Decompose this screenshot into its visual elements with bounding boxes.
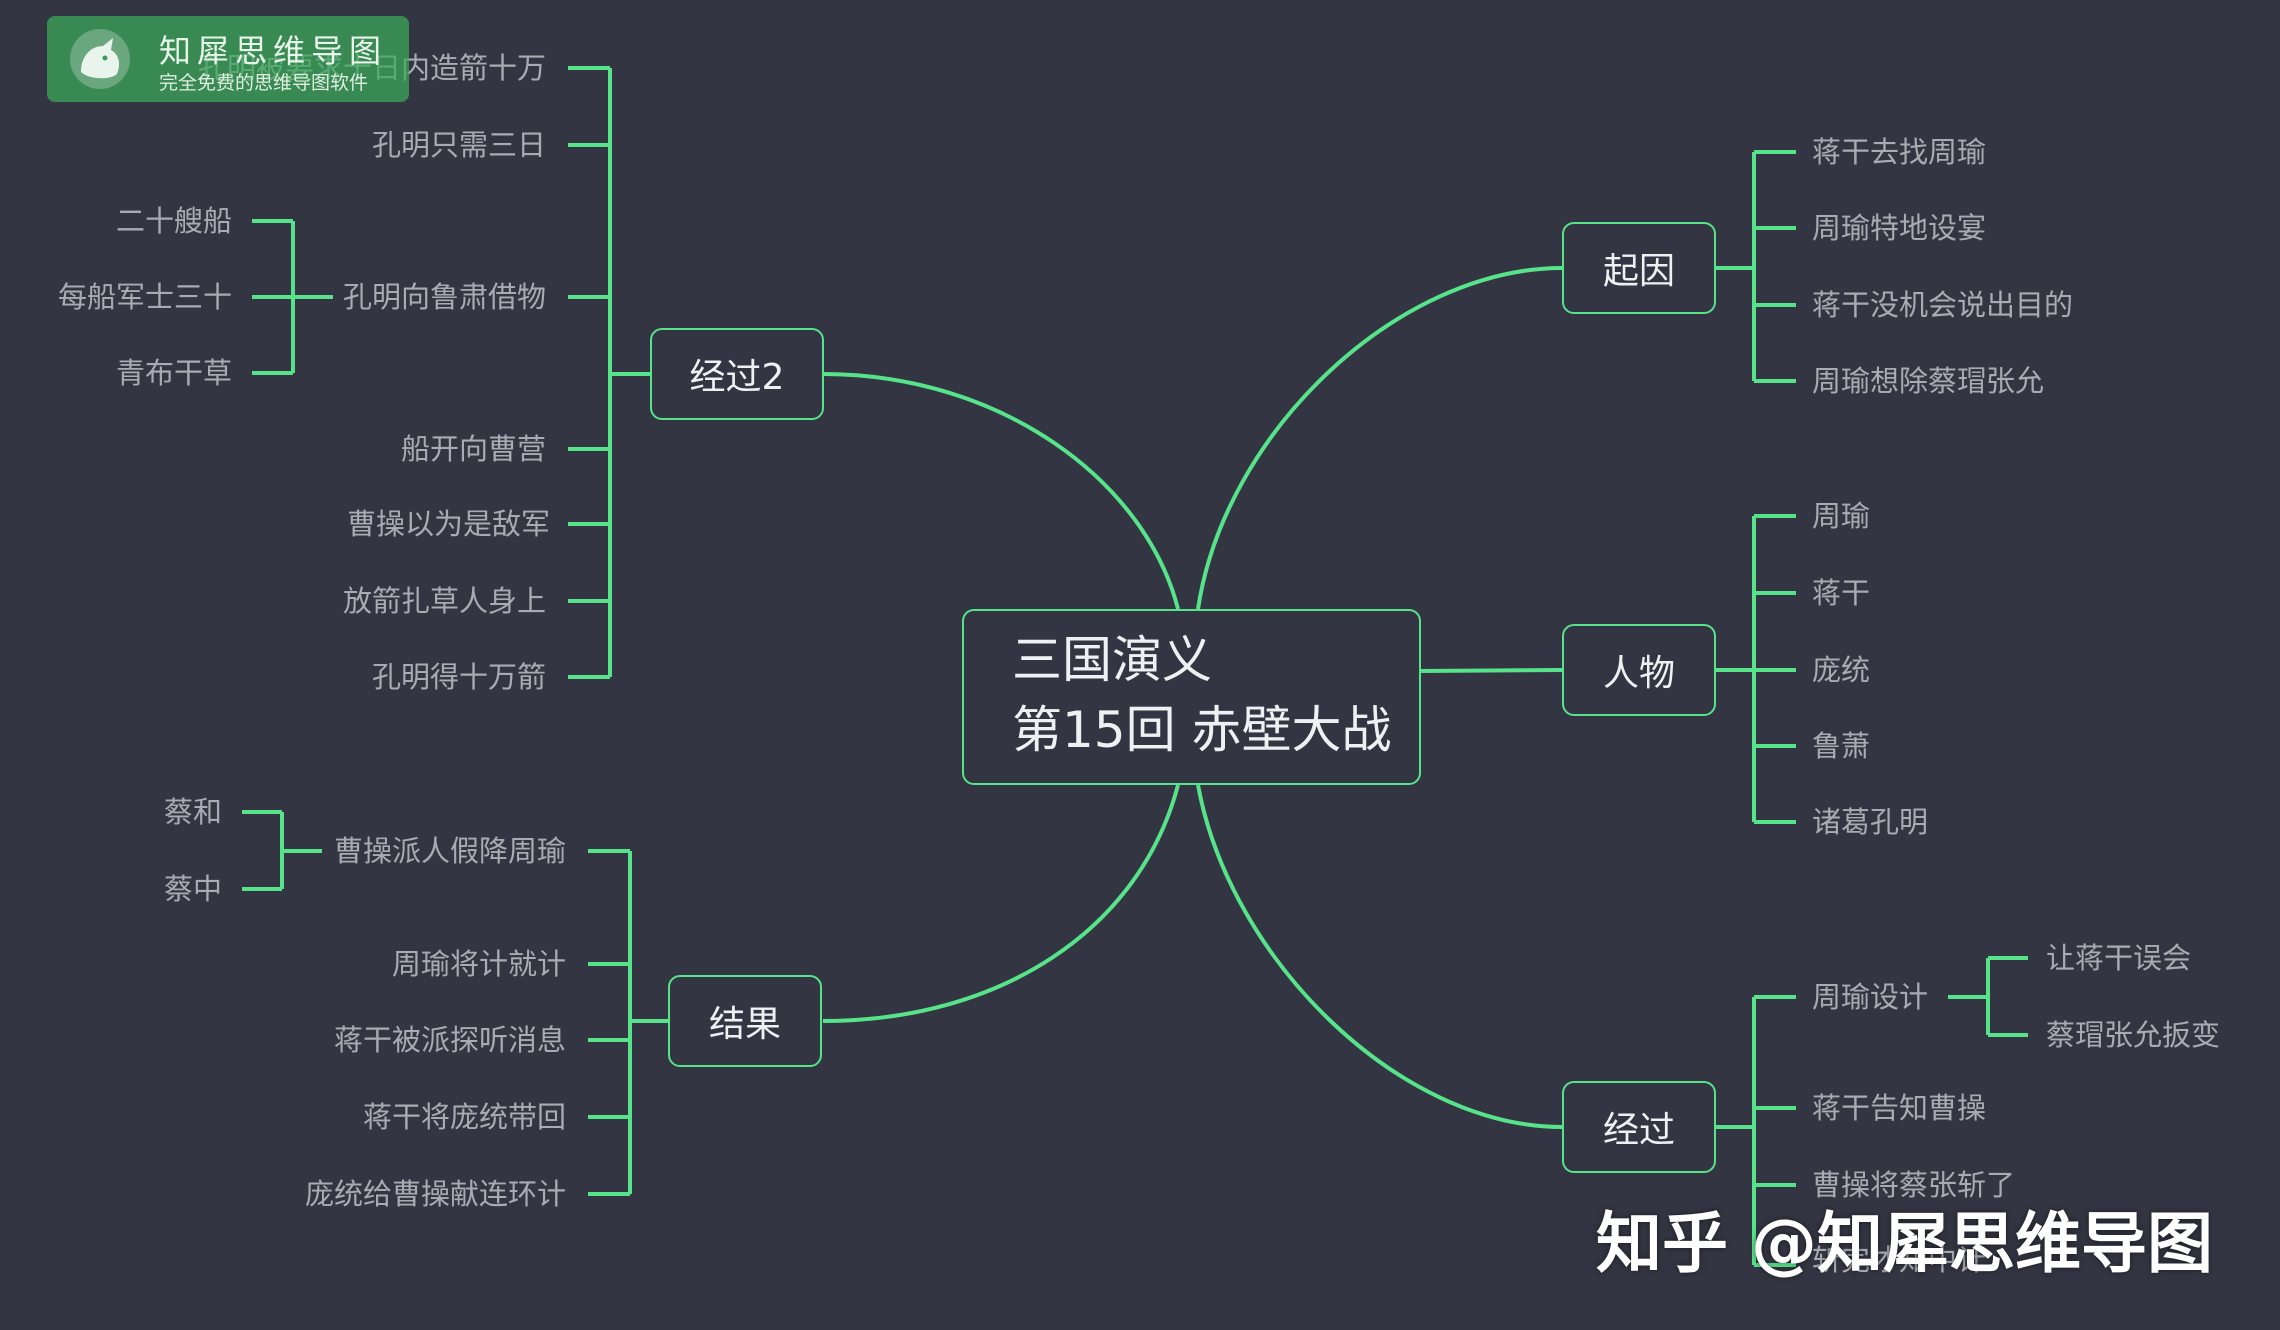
branch-label: 经过2 [689, 357, 785, 398]
connector-root-jingguo [1196, 784, 1563, 1129]
leaf-jieguo-3[interactable]: 蒋干被派探听消息 [333, 1023, 566, 1057]
root-title-line1: 三国演义 [1012, 631, 1212, 689]
leaf-jingguo-sub-2[interactable]: 蔡瑁张允扳变 [2046, 1018, 2221, 1052]
leaf-jingguo2-5[interactable]: 曹操以为是敌军 [346, 507, 550, 541]
leaf-jingguo2-sub-3[interactable]: 青布干草 [115, 356, 232, 390]
connector-root-renwu [1420, 668, 1563, 673]
leaf-jingguo2-2[interactable]: 孔明只需三日 [371, 128, 546, 162]
root-topic[interactable]: 三国演义 第15回 赤壁大战 [962, 609, 1421, 785]
branch-label: 起因 [1602, 251, 1675, 292]
leaf-jingguo2-6[interactable]: 放箭扎草人身上 [342, 584, 546, 618]
branch-jieguo[interactable]: 结果 [668, 975, 822, 1067]
root-title-line2: 第15回 赤壁大战 [1012, 701, 1392, 759]
leaf-jingguo2-3[interactable]: 孔明向鲁肃借物 [342, 280, 546, 314]
leaf-jingguo-4[interactable]: 斩完才知中计 [1812, 1243, 1987, 1277]
leaf-jieguo-2[interactable]: 周瑜将计就计 [391, 947, 566, 981]
leaf-jingguo2-sub-2[interactable]: 每船军士三十 [57, 280, 232, 314]
leaf-renwu-3[interactable]: 庞统 [1812, 653, 1871, 687]
leaf-jingguo-sub-1[interactable]: 让蒋干误会 [2046, 941, 2192, 975]
branch-label: 经过 [1602, 1110, 1675, 1151]
branch-label: 结果 [708, 1004, 781, 1045]
connector-root-jieguo [822, 784, 1180, 1023]
leaf-jieguo-sub-1[interactable]: 蔡和 [163, 795, 222, 829]
leaf-qiyin-2[interactable]: 周瑜特地设宴 [1812, 211, 1987, 245]
leaf-jieguo-4[interactable]: 蒋干将庞统带回 [362, 1100, 566, 1134]
leaf-jingguo-2[interactable]: 蒋干告知曹操 [1812, 1091, 1987, 1125]
leaf-jieguo-5[interactable]: 庞统给曹操献连环计 [304, 1177, 566, 1211]
branch-jingguo[interactable]: 经过 [1562, 1081, 1716, 1173]
brand-name: 知犀思维导图 [159, 32, 388, 70]
connector-root-jingguo2 [822, 372, 1180, 610]
branch-label: 人物 [1602, 653, 1675, 694]
leaf-renwu-2[interactable]: 蒋干 [1812, 576, 1871, 610]
leaf-jingguo2-4[interactable]: 船开向曹营 [400, 432, 546, 466]
branch-qiyin[interactable]: 起因 [1562, 222, 1716, 314]
leaf-jingguo-1[interactable]: 周瑜设计 [1812, 980, 1929, 1014]
branch-jingguo2[interactable]: 经过2 [650, 328, 824, 420]
leaf-jingguo-3[interactable]: 曹操将蔡张斩了 [1812, 1168, 2016, 1202]
leaf-jieguo-sub-2[interactable]: 蔡中 [163, 872, 222, 906]
leaf-qiyin-4[interactable]: 周瑜想除蔡瑁张允 [1812, 364, 2045, 398]
leaf-renwu-5[interactable]: 诸葛孔明 [1812, 805, 1929, 839]
leaf-jingguo2-sub-1[interactable]: 二十艘船 [115, 204, 232, 238]
leaf-jieguo-1[interactable]: 曹操派人假降周瑜 [333, 834, 566, 868]
brand-watermark: 知犀思维导图 完全免费的思维导图软件 [47, 16, 409, 102]
leaf-qiyin-1[interactable]: 蒋干去找周瑜 [1812, 135, 1987, 169]
leaf-jingguo2-7[interactable]: 孔明得十万箭 [371, 660, 546, 694]
leaf-renwu-1[interactable]: 周瑜 [1812, 499, 1871, 533]
leaf-qiyin-3[interactable]: 蒋干没机会说出目的 [1812, 288, 2074, 322]
leaf-renwu-4[interactable]: 鲁萧 [1812, 729, 1871, 763]
branch-renwu[interactable]: 人物 [1562, 624, 1716, 716]
brand-slogan: 完全免费的思维导图软件 [159, 72, 369, 94]
credit-watermark: 知乎 @知犀思维导图 [1596, 1205, 2213, 1282]
rhino-logo-icon [70, 29, 130, 89]
connector-root-qiyin [1196, 266, 1563, 610]
